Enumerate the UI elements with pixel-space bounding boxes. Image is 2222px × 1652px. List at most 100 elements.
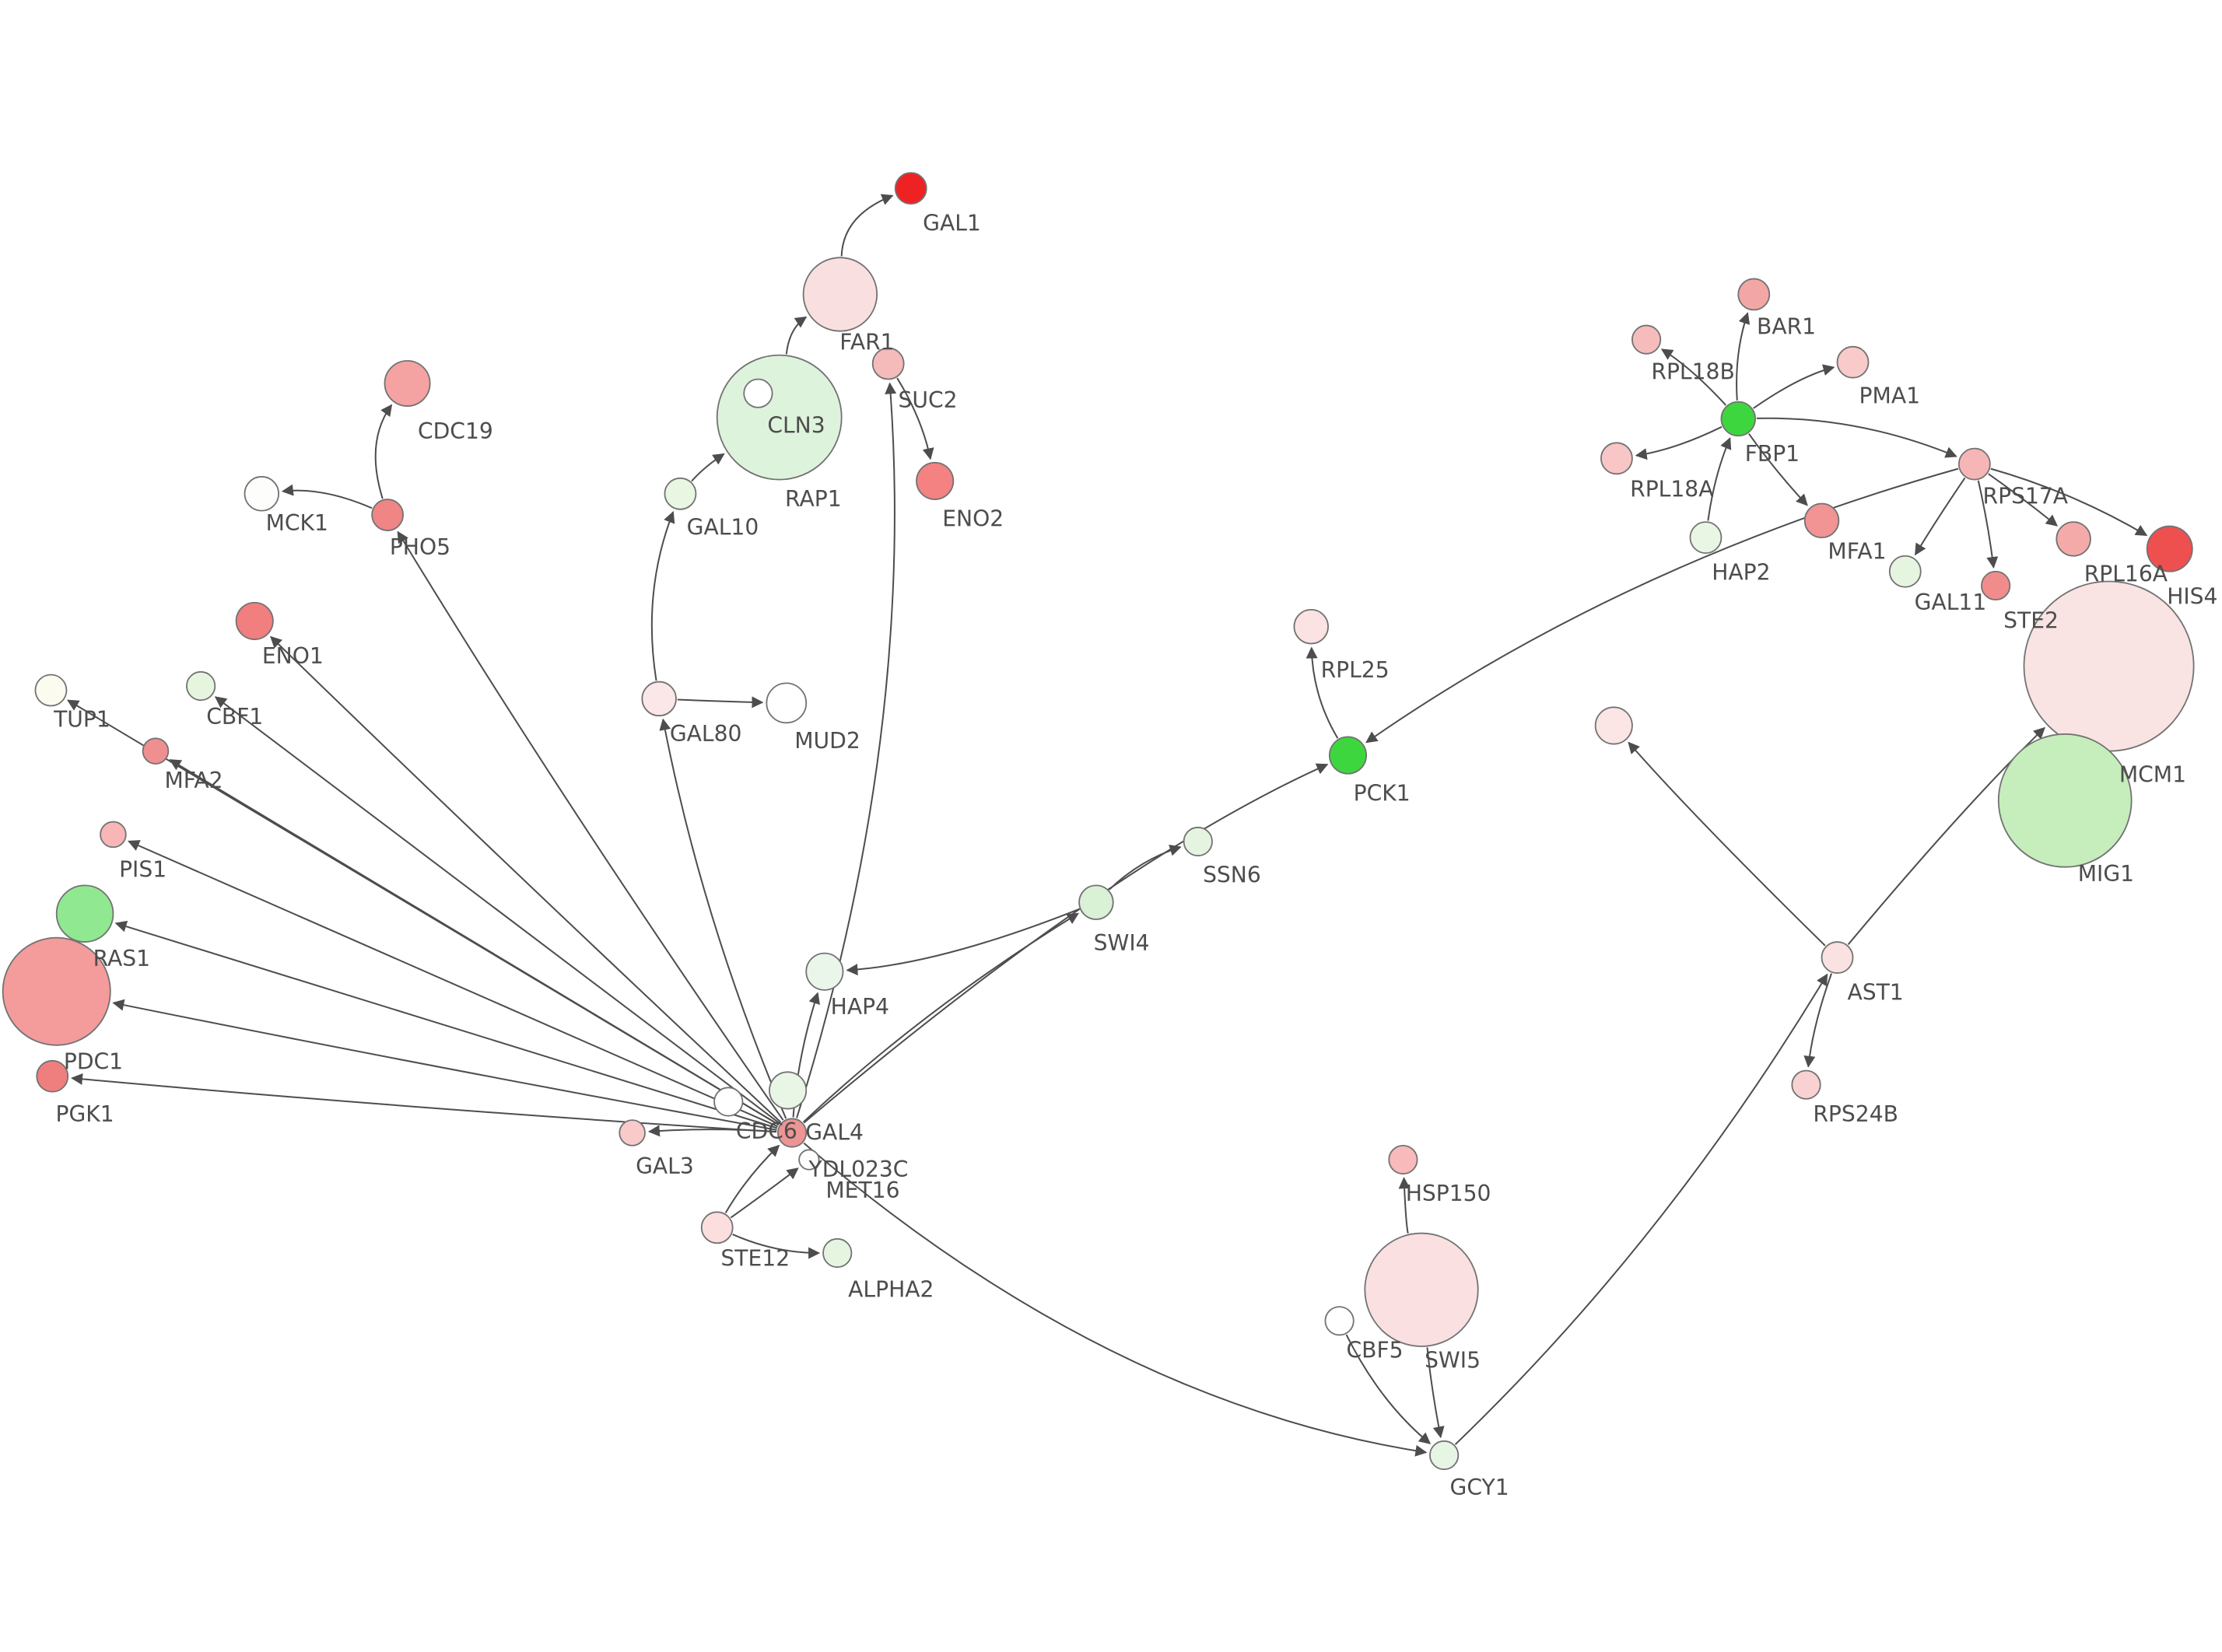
edge-pho5-mck1[interactable] (281, 484, 373, 509)
edge-cln3-far1[interactable] (785, 316, 808, 355)
node-ste12[interactable] (700, 1211, 734, 1244)
edge-swi4-hap4[interactable] (846, 908, 1080, 976)
node-far1[interactable] (802, 257, 878, 332)
node-gal3[interactable] (619, 1119, 646, 1146)
node-rps17a[interactable] (1957, 447, 1991, 481)
node-ast1[interactable] (1821, 941, 1854, 974)
node-rpl25[interactable] (1293, 608, 1329, 645)
edge-ast1-node_x[interactable] (1628, 741, 1826, 947)
node-gal80[interactable] (641, 681, 677, 717)
node-mcm1[interactable] (2023, 580, 2195, 752)
edge-swi5-hsp150[interactable] (1398, 1177, 1411, 1234)
edge-rps17a-pck1[interactable] (1365, 467, 1959, 744)
node-hap4[interactable] (805, 952, 844, 991)
edge-swi4-ssn6[interactable] (1109, 845, 1182, 891)
node-ste2[interactable] (1981, 570, 2011, 601)
node-alpha2[interactable] (822, 1237, 853, 1269)
edge-ast1-rps24b[interactable] (1803, 973, 1833, 1068)
node-ras1[interactable] (55, 884, 114, 943)
edge-gal80-mud2[interactable] (677, 696, 764, 709)
node-rap1[interactable] (743, 378, 773, 408)
node-cln3[interactable] (716, 354, 843, 481)
node-bar1[interactable] (1737, 278, 1771, 311)
node-pho5[interactable] (371, 499, 405, 531)
node-gal11[interactable] (1888, 555, 1922, 588)
node-gal4[interactable] (776, 1118, 808, 1148)
node-cdc19[interactable] (384, 359, 431, 407)
edge-gal4-pho5[interactable] (397, 530, 784, 1121)
node-mfa2[interactable] (142, 737, 170, 765)
node-label-rps24b: RPS24B (1813, 1101, 1898, 1127)
edge-fbp1-mfa1[interactable] (1748, 433, 1808, 506)
node-rpl18a[interactable] (1600, 442, 1633, 475)
node-ydl023c[interactable] (769, 1071, 808, 1110)
node-fbp1[interactable] (1720, 401, 1756, 437)
edge-gal4-pis1[interactable] (128, 840, 779, 1128)
edge-pck1-rpl25[interactable] (1306, 646, 1339, 739)
node-rpl16a[interactable] (2056, 521, 2091, 557)
edge-gal4-pgk1[interactable] (71, 1073, 777, 1133)
node-pgk1[interactable] (36, 1059, 69, 1093)
edge-gal4-eno1[interactable] (270, 635, 782, 1123)
edge-ste12-met16[interactable] (730, 1167, 799, 1219)
edge-fbp1-bar1[interactable] (1736, 312, 1751, 401)
node-met16[interactable] (798, 1149, 820, 1171)
edge-rps17a-ste2[interactable] (1977, 480, 1999, 569)
node-rpl18b[interactable] (1631, 324, 1662, 355)
node-eno2[interactable] (916, 461, 955, 500)
edge-gal10-cln3[interactable] (691, 453, 725, 482)
edge-ste12-gal4[interactable] (724, 1144, 780, 1213)
node-gcy1[interactable] (1429, 1440, 1460, 1471)
node-mck1[interactable] (244, 476, 280, 512)
node-mig1[interactable] (1997, 733, 2133, 868)
edge-ste12-alpha2[interactable] (732, 1234, 821, 1259)
node-cbf1[interactable] (186, 670, 216, 702)
node-hap2[interactable] (1689, 521, 1723, 555)
node-pma1[interactable] (1836, 345, 1870, 379)
edge-fbp1-rps17a[interactable] (1756, 417, 1957, 458)
edge-hap2-fbp1[interactable] (1707, 437, 1732, 521)
node-tup1[interactable] (34, 674, 68, 707)
edge-fbp1-pma1[interactable] (1753, 364, 1835, 409)
node-his4[interactable] (2146, 525, 2193, 572)
edge-fbp1-rpl18b[interactable] (1660, 348, 1727, 406)
edge-gal4-ras1[interactable] (114, 920, 778, 1129)
edge-cbf5-gcy1[interactable] (1345, 1334, 1432, 1444)
node-pis1[interactable] (100, 821, 127, 849)
node-gal10[interactable] (664, 477, 697, 510)
node-pck1[interactable] (1328, 736, 1368, 775)
edge-gal80-gal10[interactable] (650, 511, 675, 681)
node-ssn6[interactable] (1183, 826, 1213, 857)
node-cdc6[interactable] (713, 1087, 744, 1117)
node-cbf5[interactable] (1324, 1306, 1355, 1336)
edge-pho5-cdc19[interactable] (374, 404, 393, 499)
edge-suc2-eno2[interactable] (896, 377, 934, 460)
edge-gal4-pdc1[interactable] (112, 999, 777, 1131)
node-suc2[interactable] (871, 347, 905, 380)
edge-gcy1-ast1[interactable] (1454, 973, 1828, 1445)
node-mfa1[interactable] (1803, 502, 1840, 539)
node-pdc1[interactable] (2, 936, 111, 1046)
node-label-pdc1: PDC1 (64, 1049, 123, 1075)
node-label-rps17a: RPS17A (1983, 484, 2069, 509)
edge-gal4-gal80[interactable] (659, 718, 787, 1119)
edge-rps17a-his4[interactable] (1990, 467, 2148, 537)
node-hsp150[interactable] (1388, 1144, 1418, 1175)
edge-rps17a-gal11[interactable] (1915, 478, 1966, 556)
edge-gal4-gcy1[interactable] (803, 1142, 1428, 1457)
edge-gal4-cbf1[interactable] (214, 696, 780, 1125)
edge-fbp1-rpl18a[interactable] (1635, 425, 1723, 460)
node-swi4[interactable] (1078, 884, 1114, 920)
node-mud2[interactable] (766, 682, 808, 724)
edge-gal4-mfa2[interactable] (169, 759, 780, 1125)
edge-far1-gal1[interactable] (840, 194, 894, 257)
edge-gal4-suc2[interactable] (796, 382, 897, 1118)
node-swi5[interactable] (1364, 1232, 1479, 1347)
node-node_x[interactable] (1594, 706, 1633, 745)
node-gal1[interactable] (894, 172, 927, 205)
node-eno1[interactable] (235, 601, 274, 640)
edge-gal4-pck1[interactable] (803, 763, 1329, 1124)
edge-swi5-gcy1[interactable] (1426, 1347, 1445, 1439)
edge-rps17a-rpl16a[interactable] (1988, 473, 2059, 527)
node-rps24b[interactable] (1791, 1069, 1821, 1100)
